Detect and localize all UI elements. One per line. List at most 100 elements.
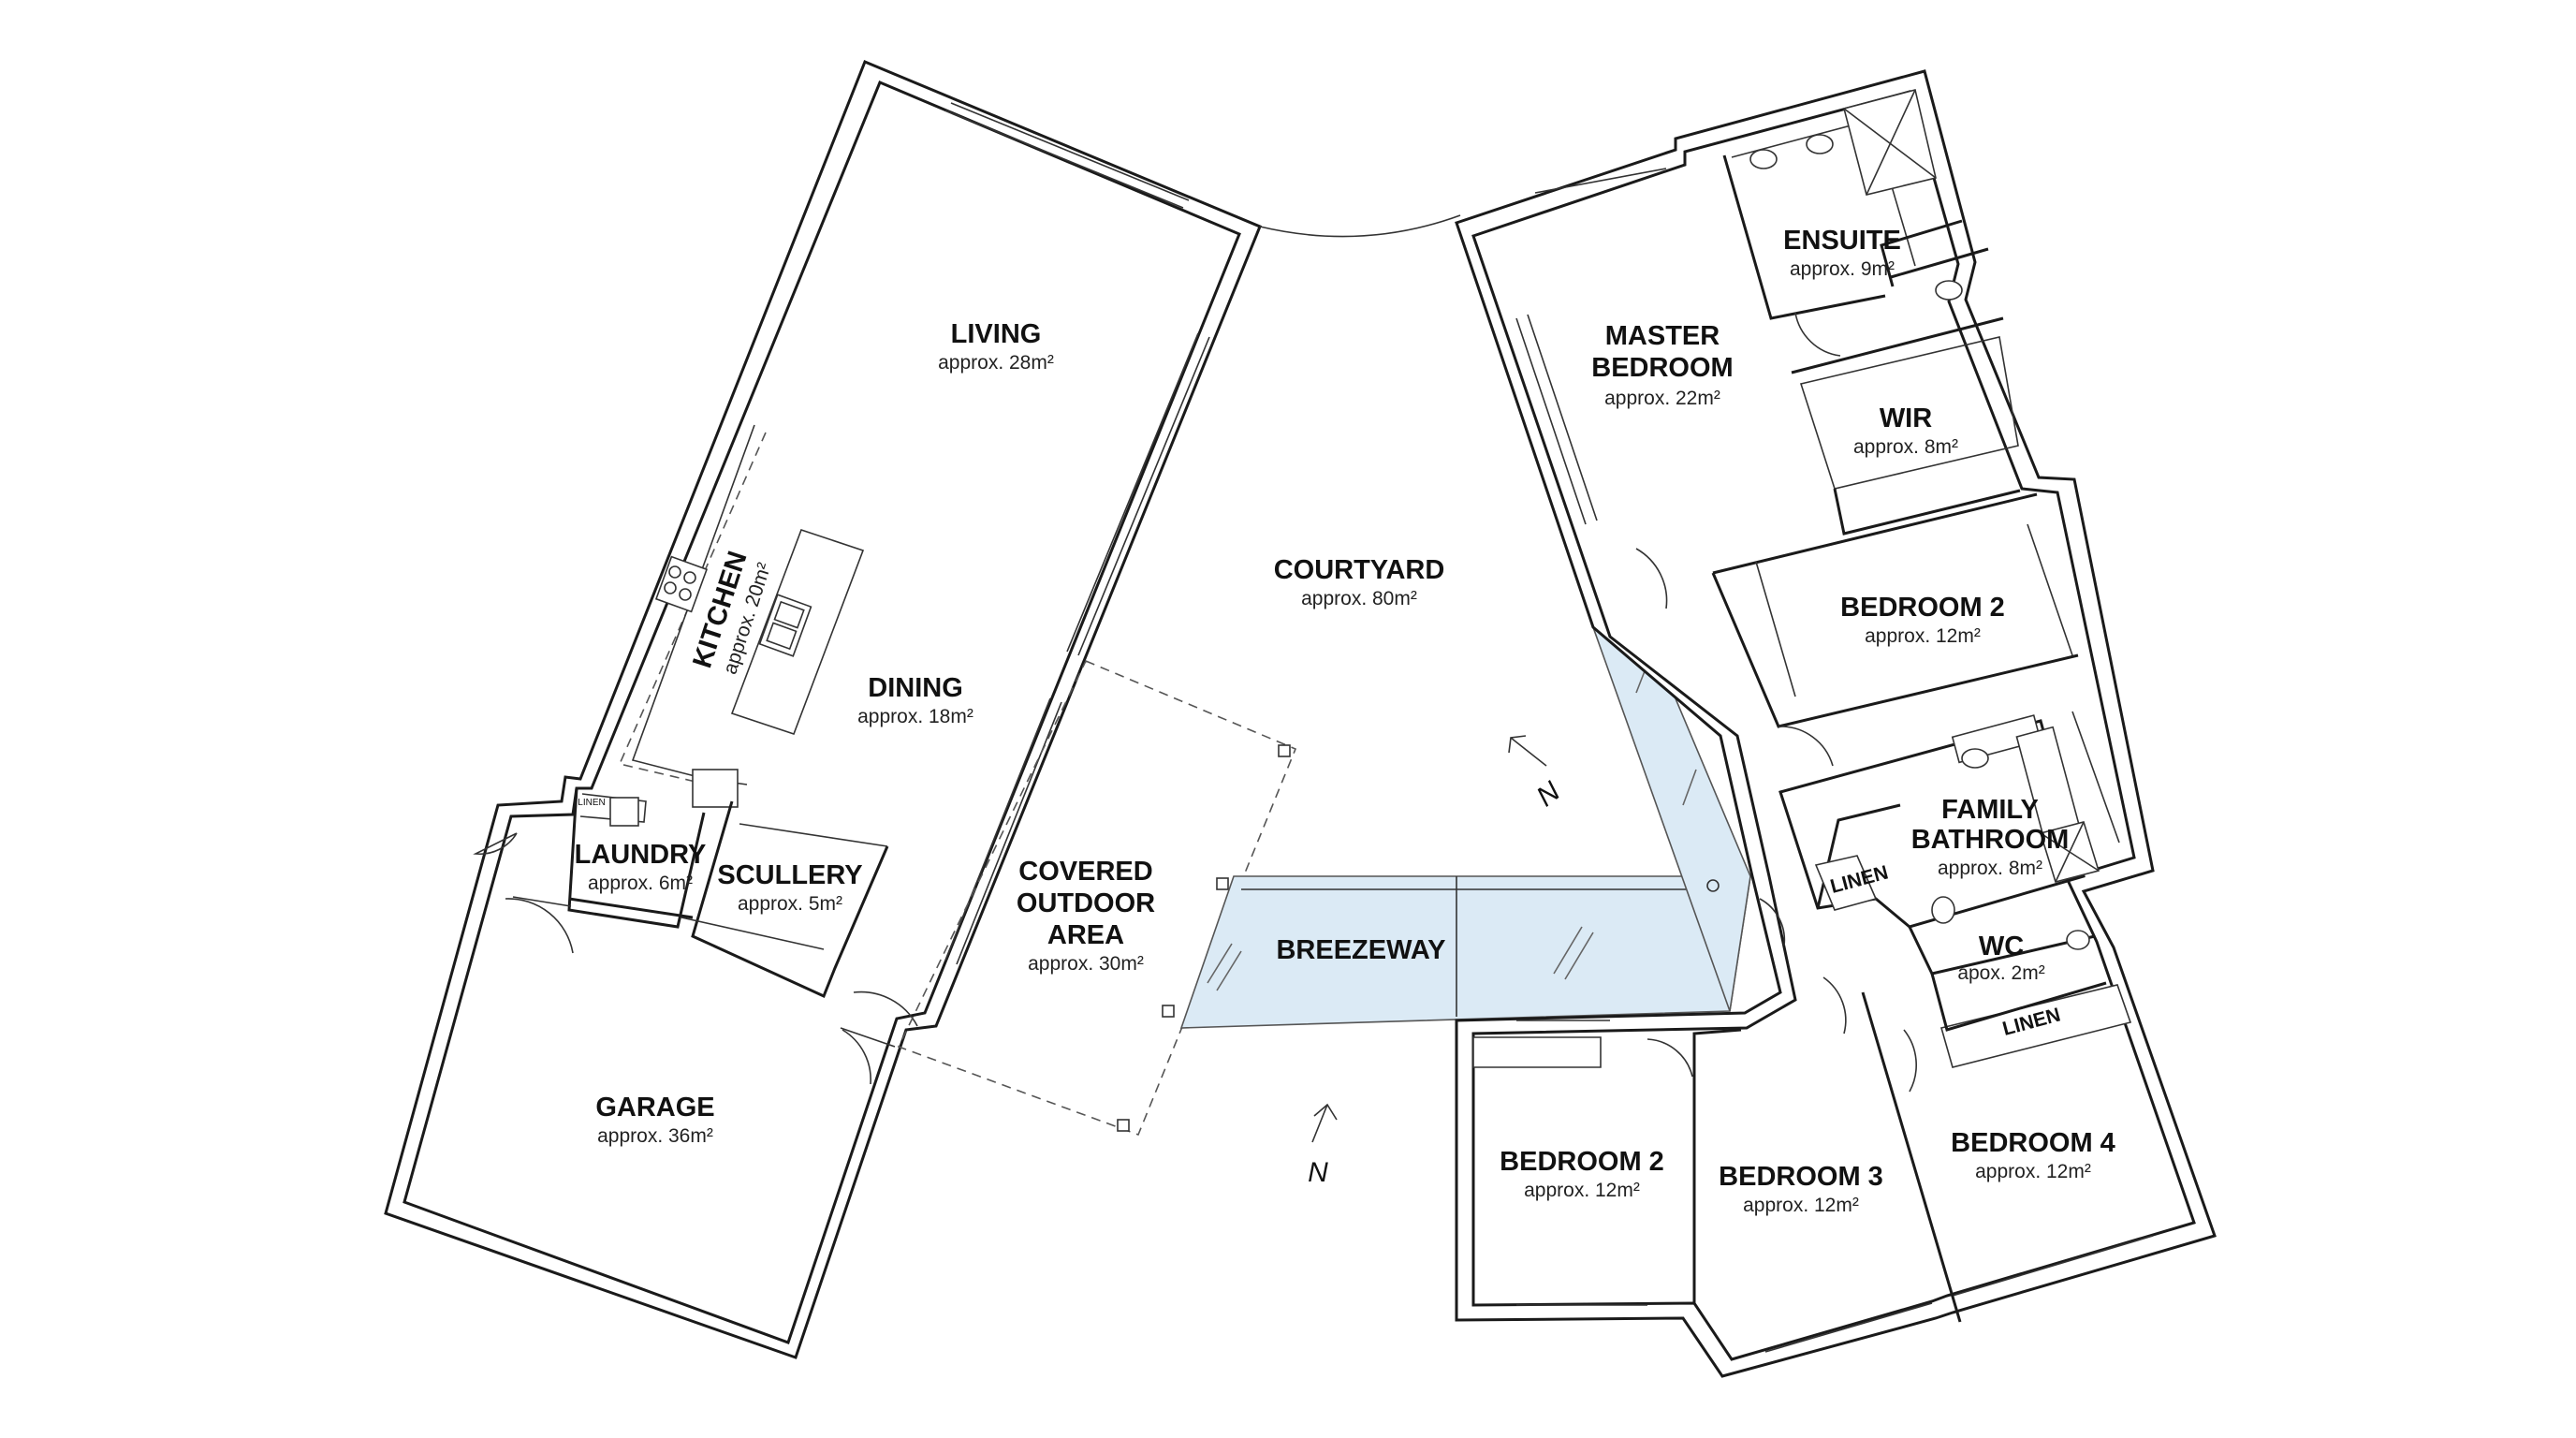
master-label-2: BEDROOM (1591, 353, 1733, 383)
wc-toilet-icon (2066, 930, 2090, 950)
east-wing (1455, 69, 2217, 1378)
scullery-area: approx. 5m² (738, 893, 842, 915)
link-post (1706, 879, 1720, 892)
master-area: approx. 22m² (1604, 388, 1720, 409)
bedroom2-east-window (2027, 523, 2073, 656)
garage-laundry-door-leaf (512, 896, 572, 907)
courtyard-area: approx. 80m² (1301, 588, 1417, 609)
wir-area: approx. 8m² (1853, 436, 1958, 458)
north-arrow-courtyard: N (1508, 735, 1566, 814)
master-window (1515, 317, 1587, 525)
garage-area: approx. 36m² (597, 1125, 713, 1147)
north-arrow-head (1313, 1103, 1338, 1121)
family-bathroom-area: approx. 8m² (1938, 858, 2042, 879)
glass-glint (1553, 926, 1583, 975)
ensuite-toilet-icon (1935, 280, 1963, 301)
north-arrow-label: N (1308, 1157, 1328, 1188)
laundry-label: LAUNDRY (575, 840, 707, 870)
bathroom-window (2071, 711, 2120, 844)
east-wing-inner-wall (1471, 90, 2196, 1361)
garage-label: GARAGE (595, 1093, 714, 1123)
bedroom4-door[interactable] (1903, 1029, 1917, 1093)
scullery-bench (739, 823, 888, 847)
bedroom2-east-door[interactable] (1778, 726, 1834, 767)
bedroom2-south-area: approx. 12m² (1524, 1180, 1640, 1201)
courtyard-north-edge (1259, 214, 1461, 238)
laundry-external-door[interactable] (473, 832, 518, 856)
north-arrow-label: N (1530, 776, 1566, 814)
ensuite-door[interactable] (1794, 312, 1841, 357)
garage-laundry-door[interactable] (505, 898, 574, 954)
bedroom2-north-wall (1712, 492, 2038, 575)
master-label-1: MASTER (1605, 321, 1720, 351)
living-area: approx. 28m² (938, 352, 1054, 374)
bedroom2-3-wall (1692, 1028, 1742, 1303)
linen-cupboard-a (1814, 855, 1878, 911)
covered-outdoor-label-3: AREA (1047, 920, 1124, 950)
living-north-window (950, 102, 1190, 201)
ensuite-basin-icon (1806, 134, 1834, 154)
family-bathroom-label-2: BATHROOM (1911, 825, 2070, 855)
garage-internal-door-leaf (840, 1027, 896, 1048)
glass-glint (1207, 943, 1233, 984)
shower-diagonal (1866, 89, 1916, 196)
living-label: LIVING (951, 319, 1042, 349)
covered-outdoor-outline (897, 659, 1297, 1137)
post (1278, 744, 1291, 757)
bedroom4-north-wall (1930, 973, 2107, 1032)
scullery-wall (691, 800, 889, 999)
ensuite-area: approx. 9m² (1790, 258, 1895, 280)
living-north-window-b (944, 110, 1184, 209)
ensuite-wc-wall (1890, 247, 1989, 279)
cooktop-icon (654, 555, 709, 613)
shower-diagonal (2055, 821, 2085, 883)
garage-internal-door[interactable] (842, 1029, 871, 1085)
family-bathroom-label-1: FAMILY (1941, 795, 2039, 825)
wc-area: apox. 2m² (1957, 962, 2044, 984)
glass-glint (1564, 932, 1594, 980)
bedroom2-south-robe (1472, 1036, 1602, 1068)
glass-glint (1216, 950, 1242, 991)
west-wing-inner-wall (402, 81, 1241, 1344)
kitchen-sink-icon (758, 594, 812, 657)
linen-cupboard-b (1940, 984, 2132, 1068)
bedroom2-robe (1755, 561, 1796, 697)
master-door[interactable] (1635, 548, 1668, 609)
laundry-wall (567, 787, 706, 929)
bedroom4-label: BEDROOM 4 (1951, 1128, 2115, 1158)
west-wing-outer-wall (384, 60, 1262, 1359)
bedroom2-east-label: BEDROOM 2 (1840, 593, 2005, 623)
covered-outdoor-area-value: approx. 30m² (1028, 953, 1144, 975)
laundry-linen-label: LINEN (578, 798, 605, 808)
glass-glint (1682, 769, 1697, 806)
north-arrow-shaft (1311, 1104, 1328, 1143)
dining-label: DINING (868, 673, 963, 703)
courtyard-label: COURTYARD (1274, 555, 1445, 585)
bedroom2-south-label: BEDROOM 2 (1500, 1147, 1664, 1177)
bedroom4-area: approx. 12m² (1975, 1161, 2091, 1182)
bedroom3-4-wall (1861, 991, 1962, 1323)
family-bathroom-toilet-icon (1931, 896, 1955, 924)
covered-outdoor-area (897, 659, 1297, 1137)
covered-outdoor-label-1: COVERED (1018, 857, 1152, 887)
bedroom3-area: approx. 12m² (1743, 1195, 1859, 1216)
north-arrow-shaft (1510, 737, 1547, 767)
breezeway-label: BREEZEWAY (1276, 935, 1445, 965)
covered-outdoor-label-2: OUTDOOR (1017, 888, 1155, 918)
dining-area: approx. 18m² (857, 706, 973, 727)
scullery-label: SCULLERY (717, 860, 862, 890)
bedroom3-door[interactable] (1822, 976, 1847, 1034)
master-window-b (1527, 314, 1598, 521)
living-sliding-door (1077, 336, 1210, 656)
ensuite-wc-partition (1880, 219, 1963, 287)
west-wing: LINEN (384, 60, 1262, 1359)
bedroom2-south-door[interactable] (1647, 1038, 1693, 1078)
wir-hanging-rail (1799, 336, 2019, 490)
fridge-space (692, 769, 739, 808)
scullery-bench-lower (681, 917, 825, 950)
breezeway (1179, 613, 1751, 1029)
hall-door[interactable] (1759, 898, 1786, 946)
laundry-area: approx. 6m² (588, 873, 693, 894)
family-bathroom-basin-icon (1961, 748, 1989, 769)
